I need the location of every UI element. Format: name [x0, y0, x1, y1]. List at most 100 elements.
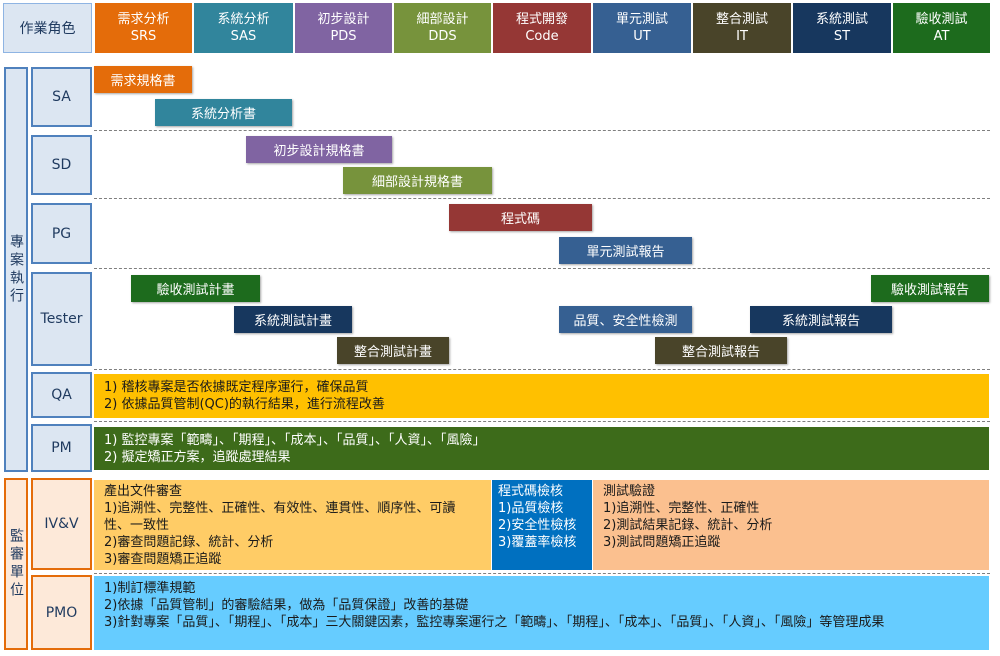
- ivv-code-check-line-2: 2)安全性檢核: [498, 518, 577, 533]
- ivv-test-verify-line-2: 2)測試結果記錄、統計、分析: [603, 518, 773, 533]
- phase-pds-en: PDS: [330, 29, 357, 44]
- deliverable-dds-doc: 細部設計規格書: [343, 167, 492, 194]
- phase-code-zh: 程式開發: [515, 12, 568, 27]
- role-pm: PM: [31, 424, 92, 472]
- deliverable-it-plan: 整合測試計畫: [337, 337, 449, 364]
- ivv-doc-review-line-1: 1)追溯性、完整性、正確性、有效性、連貫性、順序性、可讀性、一致性: [104, 501, 456, 533]
- phase-it: 整合測試 IT: [693, 3, 791, 53]
- deliverable-it-report-label: 整合測試報告: [681, 345, 760, 360]
- phase-dds: 細部設計 DDS: [394, 3, 491, 53]
- phase-code: 程式開發 Code: [493, 3, 591, 53]
- deliverable-srs-doc: 需求規格書: [94, 66, 192, 93]
- ivv-doc-review-title: 產出文件審查: [104, 484, 183, 499]
- phase-ut: 單元測試 UT: [593, 3, 691, 53]
- deliverable-at-report-label: 驗收測試報告: [890, 283, 969, 298]
- deliverable-it-report: 整合測試報告: [655, 337, 787, 364]
- phase-at: 驗收測試 AT: [893, 3, 990, 53]
- role-pmo: PMO: [31, 575, 92, 650]
- deliverable-st-report-label: 系統測試報告: [781, 314, 860, 329]
- pm-line-1: 1) 監控專案「範疇」、「期程」、「成本」、「品質」、「人資」、「風險」: [104, 433, 486, 448]
- phase-it-zh: 整合測試: [715, 12, 768, 27]
- role-sa-label: SA: [52, 89, 71, 105]
- phase-dds-zh: 細部設計: [416, 12, 469, 27]
- ivv-code-check-panel: 程式碼檢核 1)品質檢核 2)安全性檢核 3)覆蓋率檢核: [492, 480, 592, 570]
- phase-srs-zh: 需求分析: [117, 12, 170, 27]
- row-separator: [94, 421, 990, 422]
- phase-code-en: Code: [525, 29, 559, 44]
- deliverable-at-plan: 驗收測試計畫: [131, 275, 260, 302]
- role-sd-label: SD: [51, 157, 72, 173]
- deliverable-code-label: 程式碼: [500, 212, 540, 227]
- row-separator: [94, 130, 990, 131]
- row-separator: [94, 268, 990, 269]
- role-tester-label: Tester: [40, 311, 83, 327]
- ivv-doc-review-line-3: 3)審查問題矯正追蹤: [104, 552, 222, 567]
- phase-at-en: AT: [933, 29, 950, 44]
- role-pg-label: PG: [51, 225, 72, 242]
- role-sd: SD: [31, 135, 92, 195]
- phase-dds-en: DDS: [428, 29, 457, 44]
- role-pg: PG: [31, 203, 92, 264]
- deliverable-pds-doc: 初步設計規格書: [246, 136, 392, 163]
- pm-line-2: 2) 擬定矯正方案，追蹤處理結果: [104, 450, 291, 465]
- pmo-line-1: 1)制訂標準規範: [104, 581, 196, 596]
- deliverable-code: 程式碼: [449, 204, 592, 231]
- phase-st: 系統測試 ST: [793, 3, 891, 53]
- phase-st-en: ST: [833, 29, 851, 44]
- group-audit-unit: 監審單位: [4, 478, 28, 650]
- deliverable-st-plan: 系統測試計畫: [234, 306, 352, 333]
- phase-sas-en: SAS: [230, 29, 257, 44]
- role-ivv-label: IV&V: [44, 516, 79, 532]
- row-separator: [94, 573, 990, 574]
- qa-line-2: 2) 依據品質管制(QC)的執行結果，進行流程改善: [104, 397, 385, 412]
- role-column-header: 作業角色: [3, 3, 92, 53]
- row-separator: [94, 369, 990, 370]
- role-column-header-label: 作業角色: [19, 21, 76, 37]
- pmo-panel: 1)制訂標準規範 2)依據「品質管制」的審驗結果，做為「品質保證」改善的基礎 3…: [94, 576, 989, 650]
- role-tester: Tester: [31, 272, 92, 366]
- row-separator: [94, 198, 990, 199]
- deliverable-dds-doc-label: 細部設計規格書: [371, 175, 463, 190]
- phase-sas: 系統分析 SAS: [194, 3, 293, 53]
- phase-st-zh: 系統測試: [815, 12, 868, 27]
- role-pm-label: PM: [51, 440, 72, 456]
- deliverable-it-plan-label: 整合測試計畫: [353, 345, 432, 360]
- deliverable-st-report: 系統測試報告: [750, 306, 892, 333]
- ivv-test-verify-line-3: 3)測試問題矯正追蹤: [603, 535, 721, 550]
- ivv-test-verify-line-1: 1)追溯性、完整性、正確性: [603, 501, 760, 516]
- qa-panel: 1) 稽核專案是否依據既定程序運行，確保品質 2) 依據品質管制(QC)的執行結…: [94, 374, 989, 418]
- deliverable-ut-report-label: 單元測試報告: [586, 245, 665, 260]
- ivv-test-verify-title: 測試驗證: [603, 484, 656, 499]
- pmo-line-2: 2)依據「品質管制」的審驗結果，做為「品質保證」改善的基礎: [104, 598, 469, 613]
- ivv-code-check-title: 程式碼檢核: [498, 484, 564, 499]
- deliverable-srs-doc-label: 需求規格書: [110, 74, 176, 89]
- group-project-execution: 專案執行: [4, 67, 28, 472]
- phase-pds-zh: 初步設計: [317, 12, 370, 27]
- phase-sas-zh: 系統分析: [217, 12, 270, 27]
- deliverable-st-plan-label: 系統測試計畫: [253, 314, 332, 329]
- phase-at-zh: 驗收測試: [915, 12, 968, 27]
- qa-line-1: 1) 稽核專案是否依據既定程序運行，確保品質: [104, 380, 369, 395]
- ivv-code-check-line-3: 3)覆蓋率檢核: [498, 535, 577, 550]
- phase-ut-en: UT: [633, 29, 651, 44]
- role-ivv: IV&V: [31, 478, 92, 570]
- phase-pds: 初步設計 PDS: [295, 3, 392, 53]
- deliverable-quality-check: 品質、安全性檢測: [559, 306, 692, 333]
- role-qa: QA: [31, 372, 92, 418]
- deliverable-ut-report: 單元測試報告: [559, 237, 692, 264]
- ivv-doc-review-panel: 產出文件審查 1)追溯性、完整性、正確性、有效性、連貫性、順序性、可讀性、一致性…: [94, 480, 491, 570]
- phase-srs-en: SRS: [130, 29, 157, 44]
- deliverable-sas-doc-label: 系統分析書: [190, 107, 256, 122]
- phase-srs: 需求分析 SRS: [95, 3, 192, 53]
- role-pmo-label: PMO: [45, 604, 78, 621]
- pm-panel: 1) 監控專案「範疇」、「期程」、「成本」、「品質」、「人資」、「風險」 2) …: [94, 427, 989, 470]
- phase-ut-zh: 單元測試: [615, 12, 668, 27]
- deliverable-sas-doc: 系統分析書: [155, 99, 292, 126]
- deliverable-pds-doc-label: 初步設計規格書: [273, 144, 365, 159]
- ivv-test-verify-panel: 測試驗證 1)追溯性、完整性、正確性 2)測試結果記錄、統計、分析 3)測試問題…: [593, 480, 989, 570]
- group-project-execution-label: 專案執行: [8, 233, 24, 306]
- role-sa: SA: [31, 67, 92, 127]
- role-qa-label: QA: [51, 387, 72, 403]
- deliverable-at-plan-label: 驗收測試計畫: [156, 283, 235, 298]
- phase-it-en: IT: [736, 29, 748, 44]
